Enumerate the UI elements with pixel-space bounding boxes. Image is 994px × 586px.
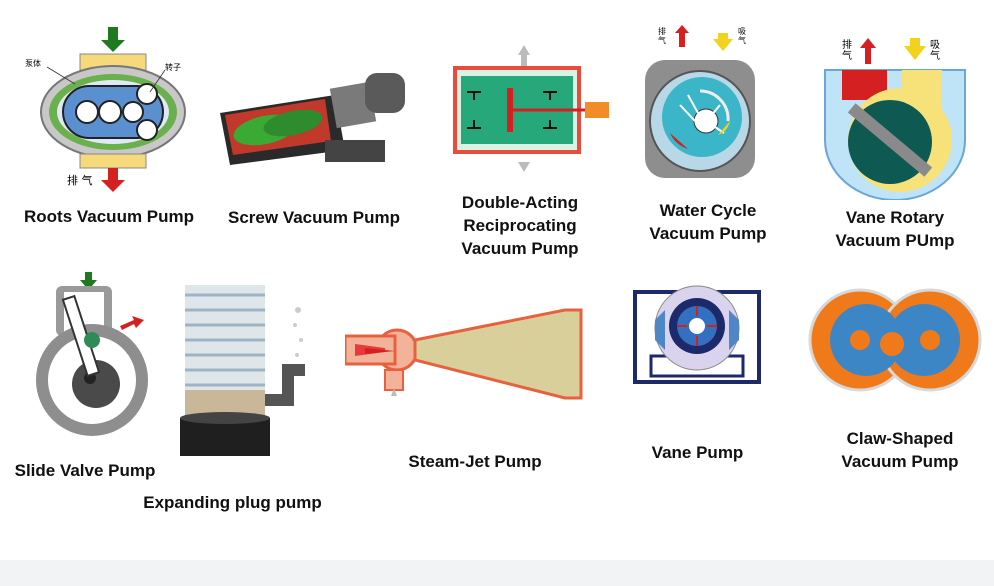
- annotation-exhaust: 排 气: [658, 27, 666, 45]
- expanding-plug-pump-diagram: [170, 270, 330, 460]
- label-reciprocating-pump-line1: Double-Acting: [461, 193, 579, 212]
- claw-shaped-pump-diagram: [808, 282, 983, 397]
- intake-arrow-icon: [101, 27, 125, 52]
- intake-arrow-icon: [713, 33, 733, 51]
- label-claw-shaped-line2: Vacuum Pump: [841, 452, 959, 471]
- label-water-cycle-line2: Vacuum Pump: [649, 224, 767, 243]
- annotation-exhaust: 排 气: [842, 40, 852, 62]
- label-steam-jet-pump: Steam-Jet Pump: [408, 452, 542, 471]
- annotation-intake: 吸 气: [738, 27, 746, 45]
- label-screw-vacuum-pump: Screw Vacuum Pump: [228, 208, 400, 227]
- label-roots-vacuum-pump: Roots Vacuum Pump: [23, 207, 195, 226]
- intake-arrow-icon: [80, 272, 97, 290]
- intake-arrow-icon: [904, 38, 926, 60]
- label-vane-rotary-line1: Vane Rotary: [845, 208, 945, 227]
- steam-jet-pump-diagram: [343, 308, 585, 408]
- exhaust-arrow-icon: [860, 38, 876, 64]
- vane-pump-diagram: [625, 270, 775, 395]
- label-reciprocating-pump-line3: Vacuum Pump: [461, 239, 579, 258]
- label-vane-rotary-line2: Vacuum PUmp: [835, 231, 955, 250]
- label-slide-valve-pump: Slide Valve Pump: [14, 461, 156, 480]
- roots-pump-diagram: 泵体 转子 排 气: [25, 22, 195, 192]
- annotation-intake: 吸 气: [930, 40, 940, 62]
- label-claw-shaped-line1: Claw-Shaped: [846, 429, 954, 448]
- annotation-pump-body: 泵体: [25, 59, 41, 68]
- vane-rotary-pump-diagram: 排 气 吸 气: [820, 30, 970, 201]
- annotation-rotor: 转子: [165, 63, 181, 72]
- label-vane-pump: Vane Pump: [651, 443, 744, 462]
- bottom-band: [0, 560, 994, 586]
- screw-pump-diagram: [215, 55, 415, 175]
- water-cycle-pump-diagram: 排 气 吸 气: [640, 25, 785, 185]
- exhaust-arrow-icon: [101, 168, 125, 192]
- label-expanding-plug-pump: Expanding plug pump: [143, 493, 322, 512]
- label-reciprocating-pump-line2: Reciprocating: [463, 216, 577, 235]
- label-water-cycle-line1: Water Cycle: [659, 201, 757, 220]
- annotation-exhaust: 排 气: [67, 174, 93, 187]
- exhaust-arrow-icon: [675, 25, 689, 47]
- reciprocating-pump-diagram: [445, 40, 615, 175]
- slide-valve-pump-diagram: [30, 268, 150, 438]
